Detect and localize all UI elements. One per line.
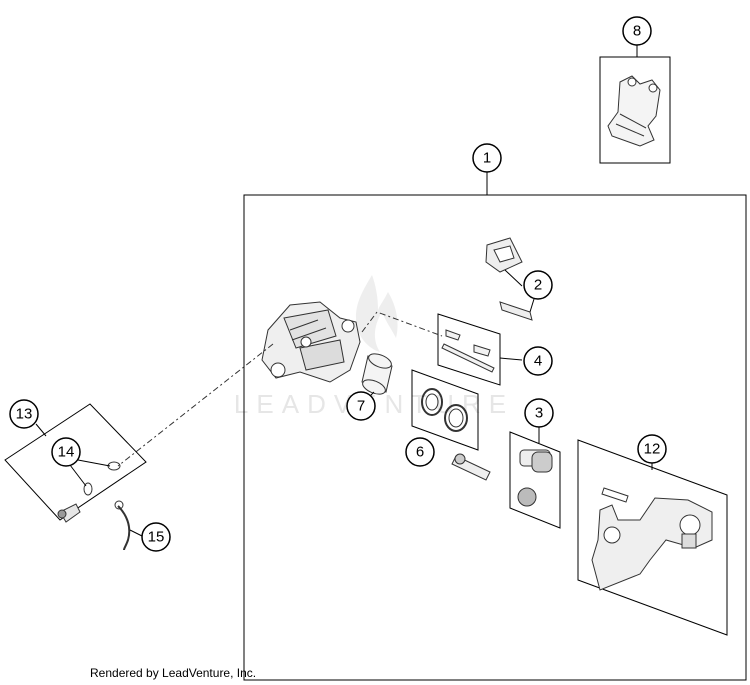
seal-rings-part (421, 388, 468, 432)
svg-text:13: 13 (16, 406, 33, 423)
svg-text:8: 8 (633, 23, 641, 40)
pad-spring-part (485, 237, 533, 321)
watermark-flame-icon (355, 275, 398, 352)
svg-text:7: 7 (357, 398, 365, 415)
caliper-support-part (591, 487, 713, 591)
callout-8[interactable]: 8 (622, 16, 652, 46)
panel-3 (509, 431, 561, 529)
svg-text:6: 6 (416, 444, 424, 461)
credit-text: Rendered by LeadVenture, Inc. (90, 666, 257, 680)
panel-12 (577, 439, 728, 636)
brake-pad-holder-part (607, 75, 661, 147)
svg-text:4: 4 (534, 353, 542, 370)
callout-12[interactable]: 12 (637, 434, 667, 464)
panel-6 (411, 369, 479, 451)
brake-caliper-part (261, 301, 361, 383)
callout-15-leader (129, 529, 143, 537)
callout-7[interactable]: 7 (346, 391, 376, 421)
bleed-valve-part (57, 461, 121, 523)
svg-text:3: 3 (535, 405, 543, 422)
bolt-kit-part (517, 449, 553, 507)
connector-dashed-line-2 (117, 343, 274, 467)
panel-13 (4, 403, 147, 521)
pin-set-part (441, 329, 495, 373)
piston-part (361, 353, 393, 395)
callout-2-leader-b (529, 298, 535, 313)
callout-1[interactable]: 1 (472, 143, 502, 173)
callout-14[interactable]: 14 (51, 437, 81, 467)
callout-15[interactable]: 15 (141, 522, 171, 552)
svg-text:1: 1 (483, 150, 491, 167)
callout-4-leader (499, 357, 523, 361)
connector-dashed-line (361, 311, 443, 337)
svg-text:15: 15 (148, 529, 165, 546)
callout-14-leader-b (69, 464, 87, 487)
callout-2[interactable]: 2 (523, 270, 553, 300)
svg-text:12: 12 (644, 441, 661, 458)
callout-6[interactable]: 6 (405, 437, 435, 467)
bleed-bolt-part (451, 453, 491, 481)
callout-13-leader (35, 423, 47, 437)
callout-3[interactable]: 3 (524, 398, 554, 428)
panel-4 (437, 313, 501, 386)
brake-hose-part (114, 500, 131, 551)
svg-text:2: 2 (534, 277, 542, 294)
callout-13[interactable]: 13 (9, 399, 39, 429)
svg-text:14: 14 (58, 444, 75, 461)
assembly-frame (243, 194, 747, 681)
panel-8 (599, 56, 671, 164)
callout-4[interactable]: 4 (523, 346, 553, 376)
callout-14-leader (77, 459, 111, 467)
callout-2-leader (504, 269, 523, 287)
